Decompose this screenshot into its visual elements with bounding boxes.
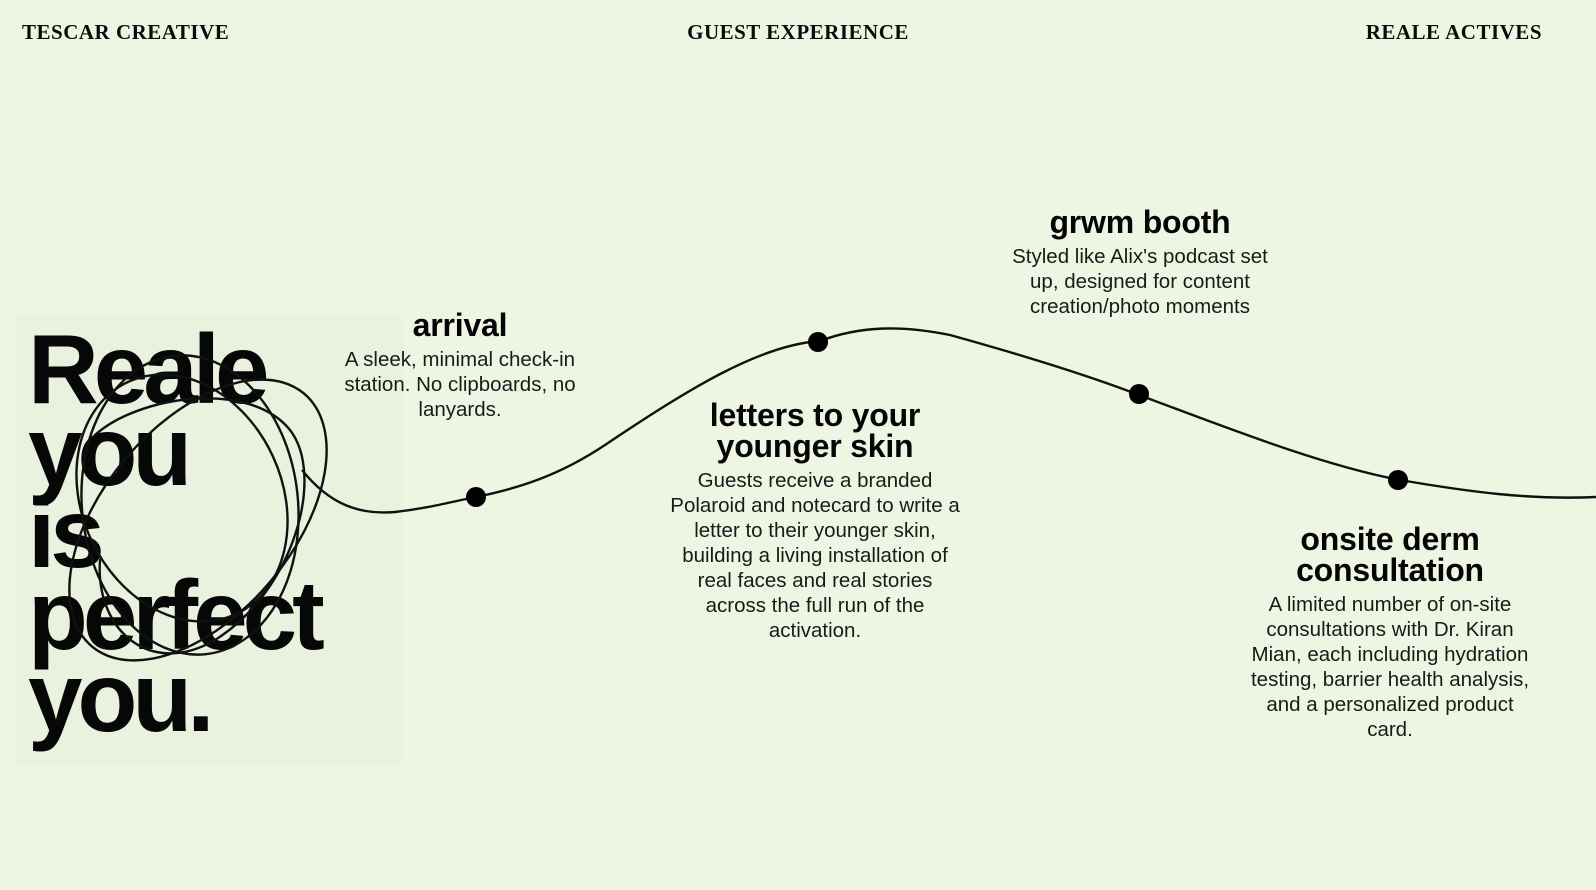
stop-letters: letters to your younger skin Guests rece… xyxy=(665,397,965,643)
brand-right: REALE ACTIVES xyxy=(1365,20,1542,44)
stop-description: A limited number of on-site consultation… xyxy=(1250,593,1530,741)
stop-arrival: arrival A sleek, minimal check-in statio… xyxy=(330,307,590,422)
journey-point-arrival xyxy=(466,487,486,507)
stop-derm: onsite derm consultation A limited numbe… xyxy=(1250,521,1530,742)
stop-title: arrival xyxy=(412,307,508,343)
stop-title: grwm booth xyxy=(1049,204,1231,240)
stop-description: Guests receive a branded Polaroid and no… xyxy=(670,469,960,642)
stop-title: onsite derm consultation xyxy=(1296,521,1484,588)
journey-point-letters xyxy=(808,332,828,352)
stop-description: Styled like Alix's podcast set up, desig… xyxy=(1012,245,1268,318)
brand-left: TESCAR CREATIVE xyxy=(22,20,230,44)
page-title: GUEST EXPERIENCE xyxy=(687,20,909,44)
hero-line: you. xyxy=(28,642,214,752)
stop-description: A sleek, minimal check-in station. No cl… xyxy=(344,348,576,421)
stop-title: letters to your younger skin xyxy=(709,397,921,464)
journey-point-derm xyxy=(1388,470,1408,490)
journey-point-grwm xyxy=(1129,384,1149,404)
stop-grwm: grwm booth Styled like Alix's podcast se… xyxy=(1010,204,1270,319)
